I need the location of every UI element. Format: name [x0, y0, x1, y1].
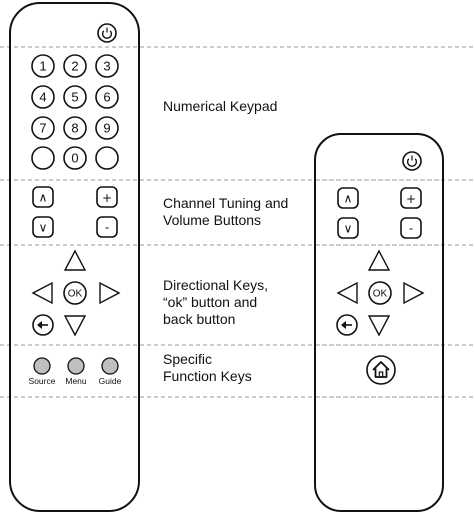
- right-channel-down-button[interactable]: ∨: [337, 217, 359, 239]
- keypad-label: 4: [39, 90, 46, 105]
- right-ok-button[interactable]: OK: [368, 281, 392, 305]
- right-arrow-icon[interactable]: [403, 281, 425, 305]
- keypad-label: 2: [71, 59, 78, 74]
- ok-label: OK: [68, 289, 83, 300]
- keypad-button-8[interactable]: 8: [63, 116, 87, 140]
- left-function-keys: Source Menu Guide: [29, 357, 122, 386]
- left-power-button[interactable]: [97, 23, 117, 43]
- menu-button[interactable]: Menu: [65, 357, 87, 386]
- channel-down-label: ∨: [344, 222, 353, 236]
- keypad-label: 8: [71, 121, 78, 136]
- power-icon: [101, 27, 113, 39]
- menu-label: Menu: [65, 376, 87, 386]
- back-arrow-icon: [37, 321, 48, 329]
- source-label: Source: [29, 376, 56, 386]
- label-specific-line2: Function Keys: [163, 368, 252, 384]
- volume-up-label: +: [406, 192, 416, 206]
- keypad-button-9[interactable]: 9: [95, 116, 119, 140]
- down-arrow-icon[interactable]: [63, 315, 87, 337]
- keypad-button-1[interactable]: 1: [31, 54, 55, 78]
- keypad-button-0[interactable]: 0: [63, 146, 87, 170]
- left-channel-up-button[interactable]: ∧: [32, 186, 54, 208]
- keypad-button-6[interactable]: 6: [95, 85, 119, 109]
- left-channel-down-button[interactable]: ∨: [32, 216, 54, 238]
- right-volume-down-button[interactable]: -: [400, 217, 422, 239]
- left-back-button[interactable]: [32, 314, 54, 336]
- numeric-keypad: 1 2 3 4 5 6 7 8 9 0: [31, 54, 119, 170]
- label-channel-line2: Volume Buttons: [163, 212, 261, 228]
- keypad-button-blank-left[interactable]: [31, 146, 55, 170]
- right-home-button[interactable]: [366, 355, 396, 385]
- label-directional-line1: Directional Keys,: [163, 277, 268, 293]
- right-remote: ∧ ∨ + - OK: [314, 133, 444, 512]
- up-arrow-icon[interactable]: [63, 249, 87, 271]
- channel-up-label: ∧: [344, 192, 353, 206]
- ok-label: OK: [373, 289, 388, 300]
- keypad-label: 6: [103, 90, 110, 105]
- left-arrow-icon[interactable]: [31, 281, 53, 305]
- left-directional-pad: OK: [31, 249, 121, 337]
- keypad-button-4[interactable]: 4: [31, 85, 55, 109]
- keypad-button-blank-right[interactable]: [95, 146, 119, 170]
- source-button[interactable]: Source: [29, 357, 56, 386]
- left-volume-up-button[interactable]: +: [96, 186, 118, 208]
- label-specific-line1: Specific: [163, 351, 212, 367]
- right-remote-body: [314, 133, 444, 512]
- guide-button[interactable]: Guide: [99, 357, 122, 386]
- keypad-button-3[interactable]: 3: [95, 54, 119, 78]
- volume-down-label: -: [105, 221, 109, 235]
- channel-down-label: ∨: [39, 221, 48, 235]
- keypad-label: 7: [39, 121, 46, 136]
- left-arrow-icon[interactable]: [336, 281, 358, 305]
- label-numerical-keypad: Numerical Keypad: [163, 98, 277, 114]
- left-ok-button[interactable]: OK: [63, 281, 87, 305]
- left-volume-down-button[interactable]: -: [96, 216, 118, 238]
- right-channel-up-button[interactable]: ∧: [337, 187, 359, 209]
- keypad-button-7[interactable]: 7: [31, 116, 55, 140]
- back-arrow-icon: [341, 321, 352, 329]
- power-icon: [406, 155, 418, 167]
- left-remote-body: [9, 2, 140, 512]
- volume-up-label: +: [102, 191, 112, 205]
- keypad-button-2[interactable]: 2: [63, 54, 87, 78]
- keypad-label: 5: [71, 90, 78, 105]
- label-directional-line3: back button: [163, 311, 235, 327]
- home-icon: [372, 361, 390, 378]
- right-arrow-icon[interactable]: [99, 281, 121, 305]
- guide-label: Guide: [99, 376, 122, 386]
- volume-down-label: -: [409, 222, 413, 236]
- label-channel-line1: Channel Tuning and: [163, 195, 288, 211]
- down-arrow-icon[interactable]: [367, 315, 391, 337]
- right-power-button[interactable]: [402, 151, 422, 171]
- right-directional-pad: OK: [336, 249, 425, 337]
- label-directional-line2: “ok” button and: [163, 294, 257, 310]
- up-arrow-icon[interactable]: [367, 249, 391, 271]
- section-labels: Numerical Keypad Channel Tuning and Volu…: [163, 98, 288, 384]
- channel-up-label: ∧: [39, 191, 48, 205]
- right-volume-up-button[interactable]: +: [400, 187, 422, 209]
- left-remote: 1 2 3 4 5 6 7 8 9 0 ∧ ∨ + -: [9, 2, 140, 512]
- keypad-label: 0: [71, 151, 78, 166]
- keypad-button-5[interactable]: 5: [63, 85, 87, 109]
- keypad-label: 9: [103, 121, 110, 136]
- keypad-label: 3: [103, 59, 110, 74]
- keypad-label: 1: [39, 59, 46, 74]
- right-back-button[interactable]: [336, 314, 358, 336]
